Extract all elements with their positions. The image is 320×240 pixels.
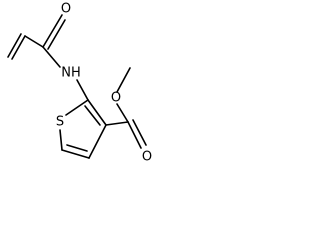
bond-amide-carbonyl-oxygen-double xyxy=(47,19,66,50)
bond-vinyl-ch-carbonyl xyxy=(24,35,44,48)
bond-c3-ester-carbonyl xyxy=(105,121,129,126)
bond-ester-carbonyl-ether-oxygen xyxy=(116,103,129,123)
ring-sulfur-label: S xyxy=(56,115,64,130)
carbonyl-oxygen-label: O xyxy=(61,2,71,17)
bond-c2-c3-double xyxy=(87,99,107,126)
bond-c4-c3 xyxy=(88,124,107,159)
bond-sulfur-c5 xyxy=(59,129,63,151)
ester-carbonyl-oxygen-label: O xyxy=(142,150,152,165)
bond-c5-c4-double xyxy=(61,149,90,159)
bond-c2-sulfur xyxy=(65,99,89,116)
ester-ether-oxygen-label: O xyxy=(111,91,121,106)
chemical-structure: O NH S O O xyxy=(7,2,152,165)
bond-ether-oxygen-methyl xyxy=(116,67,131,93)
bond-carbonyl-nitrogen xyxy=(42,46,61,68)
bond-ester-carbonyl-oxygen-double xyxy=(127,121,142,149)
bond-ester-carbonyl-oxygen-double-inner xyxy=(132,119,147,146)
bond-vinyl-ch2-ch-double xyxy=(11,35,26,60)
bond-c5-c4-double-inner xyxy=(66,144,88,152)
amide-nitrogen-label: NH xyxy=(61,66,81,81)
bond-amide-carbonyl-oxygen xyxy=(42,14,63,48)
bond-c2-c3-double-inner xyxy=(84,105,101,126)
bond-nitrogen-c2 xyxy=(76,79,89,101)
bond-vinyl-ch2-ch-double-inner xyxy=(7,33,22,58)
